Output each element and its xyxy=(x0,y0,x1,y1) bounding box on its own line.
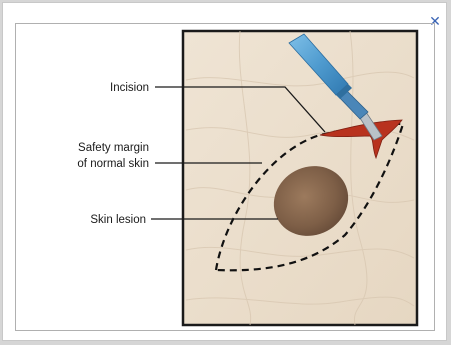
label-incision: Incision xyxy=(110,82,149,94)
label-safety-margin-line2: of normal skin xyxy=(77,158,149,170)
label-skin-lesion: Skin lesion xyxy=(90,214,146,226)
label-safety-margin-line1: Safety margin xyxy=(78,142,149,154)
